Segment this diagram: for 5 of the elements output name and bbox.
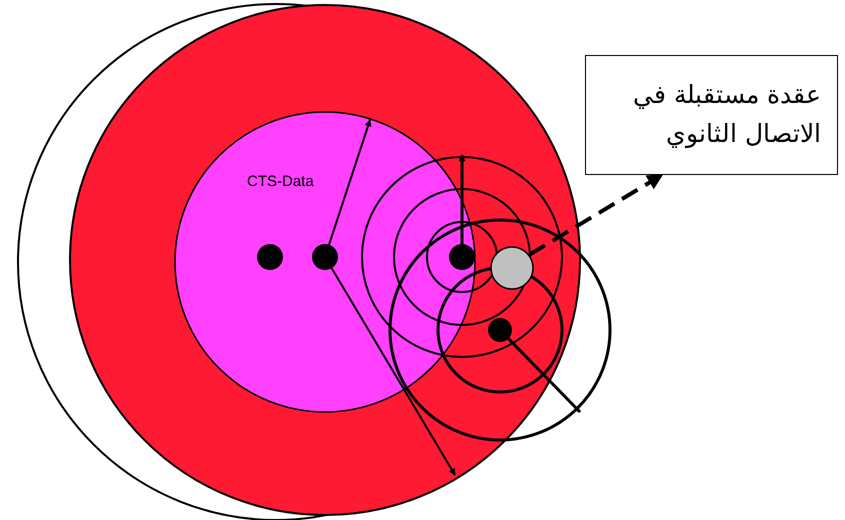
text-box (585, 55, 838, 175)
node-label: عقدة مستقبلة في الاتصال الثانوي (632, 79, 821, 150)
node-circle (490, 246, 534, 290)
range-label: CTS-Data (247, 173, 314, 190)
arrow (528, 173, 664, 256)
